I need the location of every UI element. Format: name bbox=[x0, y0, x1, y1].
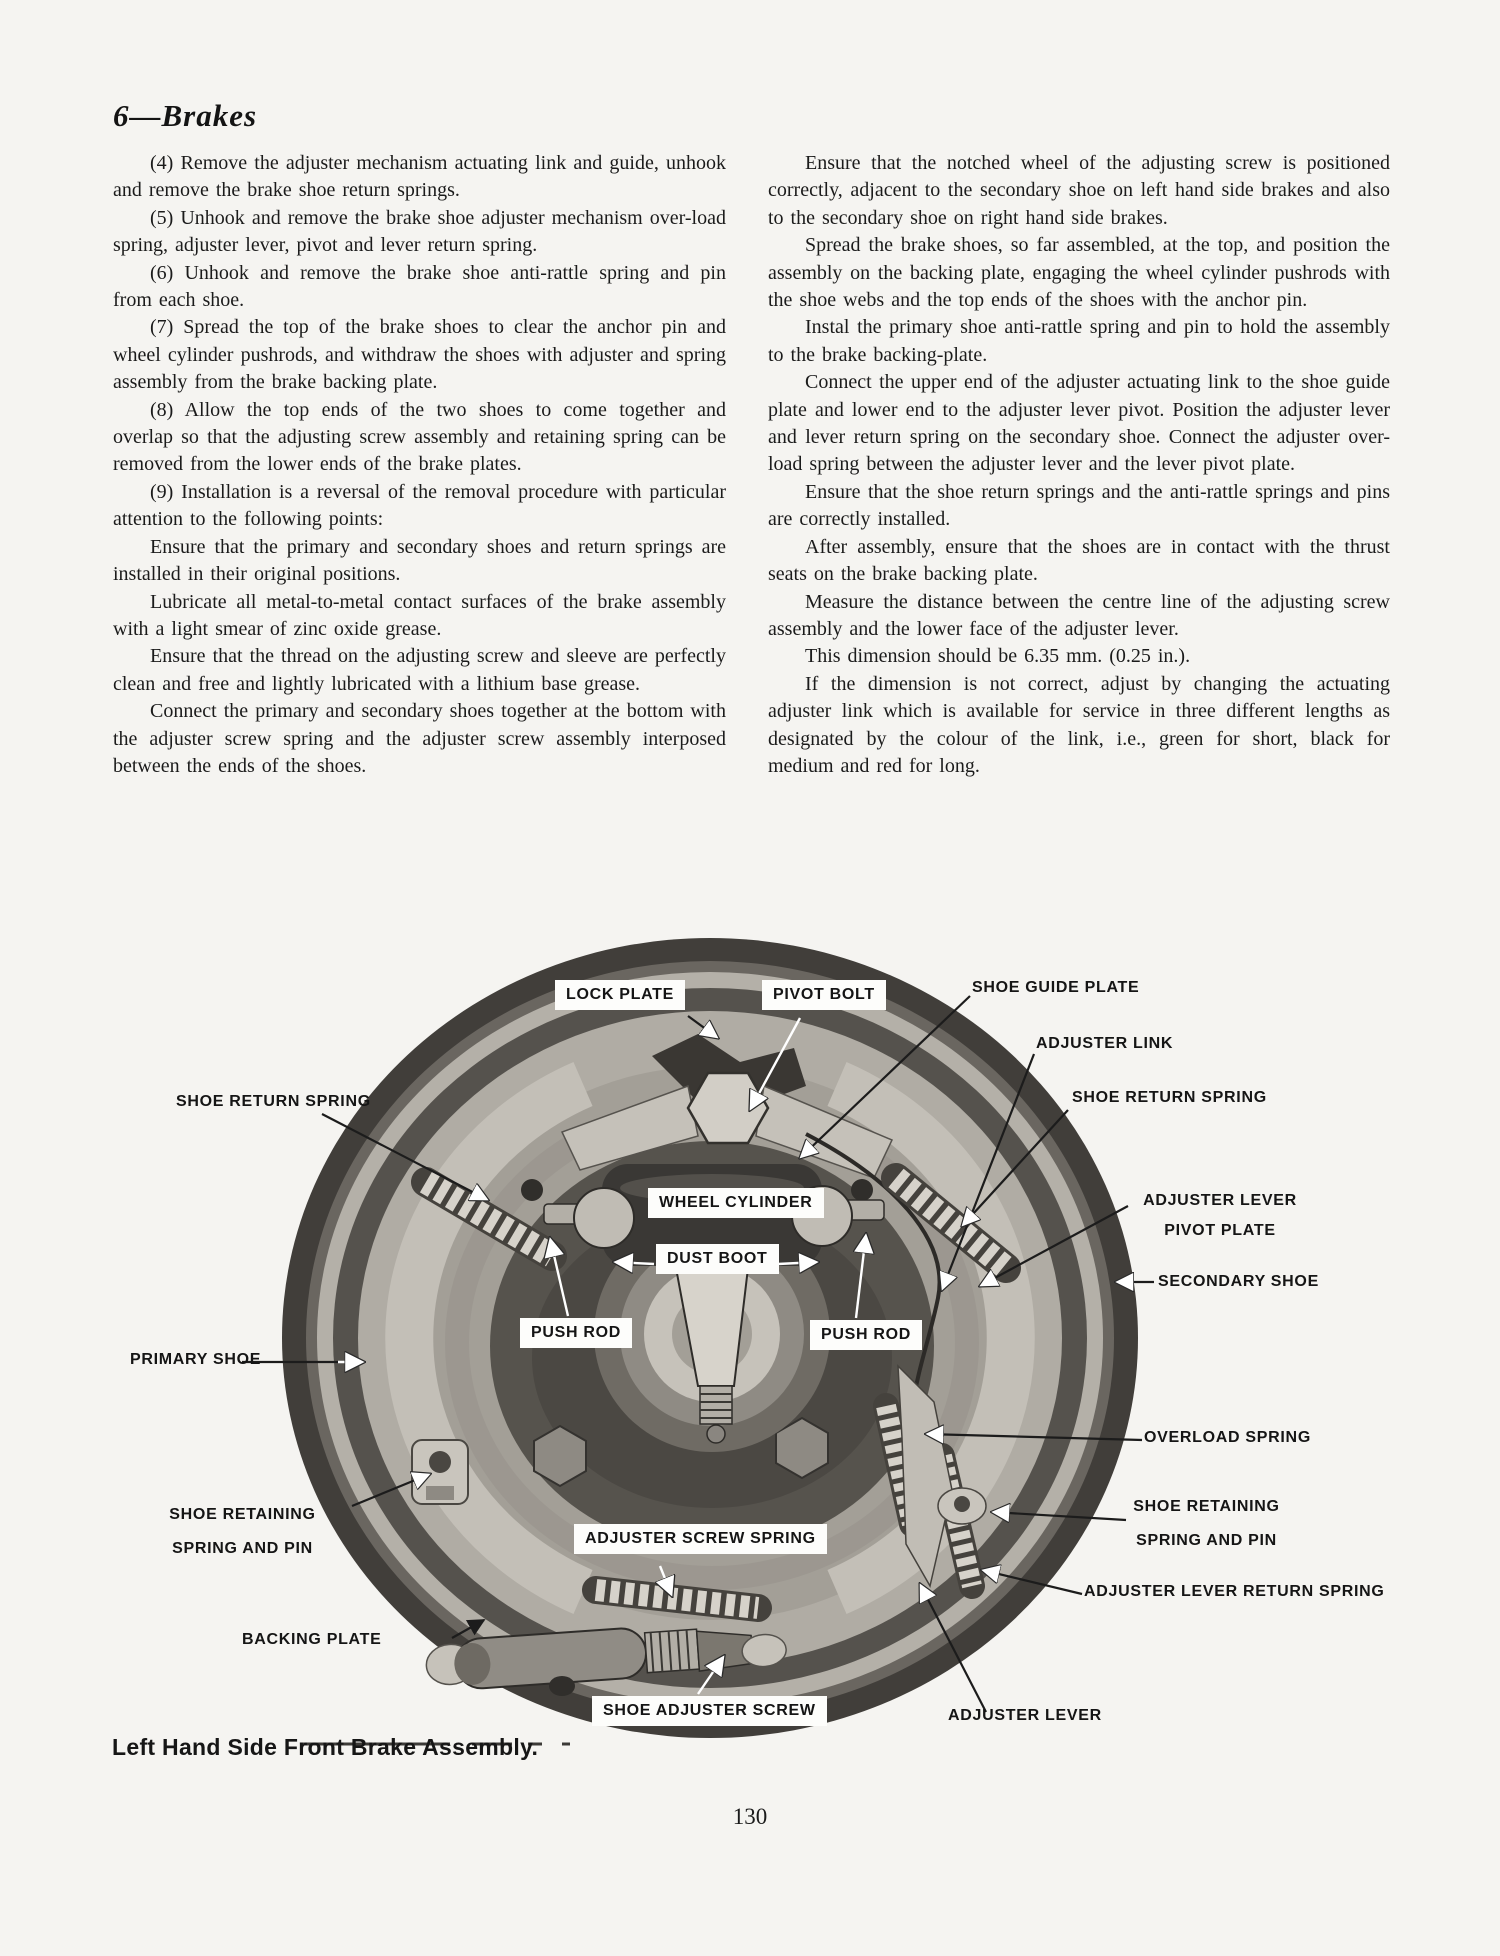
anchor-and-lock-plate bbox=[521, 1034, 894, 1201]
paragraph: Spread the brake shoes, so far assembled… bbox=[768, 234, 1390, 312]
paragraph: Ensure that the primary and secondary sh… bbox=[113, 535, 726, 586]
shoe-adjuster-screw-part bbox=[425, 1627, 787, 1690]
paragraph: (5) Unhook and remove the brake shoe adj… bbox=[113, 206, 726, 257]
label-wheel-cylinder: WHEEL CYLINDER bbox=[648, 1188, 824, 1218]
brake-assembly-illustration bbox=[242, 938, 1154, 1746]
paragraph: If the dimension is not correct, adjust … bbox=[768, 672, 1390, 777]
paragraph: Measure the distance between the centre … bbox=[768, 590, 1390, 640]
label-line: SHOE RETAINING bbox=[169, 1506, 316, 1523]
label-line: SHOE RETAINING bbox=[1133, 1498, 1280, 1515]
label-adjuster-lever-return-spring: ADJUSTER LEVER RETURN SPRING bbox=[1084, 1583, 1385, 1600]
paragraph: (4) Remove the adjuster mechanism actuat… bbox=[113, 152, 726, 202]
page-number: 130 bbox=[732, 1804, 768, 1829]
right-column: Ensure that the notched wheel of the adj… bbox=[768, 150, 1390, 780]
paragraph: Lubricate all metal-to-metal contact sur… bbox=[113, 590, 726, 640]
label-shoe-retaining-right: SHOE RETAINING SPRING AND PIN bbox=[1124, 1490, 1289, 1558]
left-column: (4) Remove the adjuster mechanism actuat… bbox=[113, 150, 726, 780]
label-overload-spring: OVERLOAD SPRING bbox=[1144, 1429, 1311, 1446]
paragraph: After assembly, ensure that the shoes ar… bbox=[768, 535, 1390, 586]
paragraph: Ensure that the notched wheel of the adj… bbox=[768, 152, 1390, 229]
label-adjuster-link: ADJUSTER LINK bbox=[1036, 1035, 1174, 1052]
label-adjuster-screw-spring: ADJUSTER SCREW SPRING bbox=[574, 1524, 827, 1554]
label-shoe-adjuster-screw: SHOE ADJUSTER SCREW bbox=[592, 1696, 827, 1726]
shoe-retaining-right-part bbox=[937, 1487, 987, 1525]
paragraph: Ensure that the thread on the adjusting … bbox=[113, 645, 726, 695]
chapter-header: 6—Brakes bbox=[113, 98, 258, 133]
figure-caption: Left Hand Side Front Brake Assembly. bbox=[112, 1734, 539, 1760]
paragraph: (6) Unhook and remove the brake shoe ant… bbox=[113, 261, 726, 312]
backing-plate-hole bbox=[549, 1676, 575, 1696]
label-line: SPRING AND PIN bbox=[172, 1540, 313, 1557]
hub-and-spindle bbox=[594, 1216, 830, 1452]
label-primary-shoe: PRIMARY SHOE bbox=[130, 1351, 262, 1368]
label-push-rod-right: PUSH ROD bbox=[810, 1320, 923, 1350]
paragraph: This dimension should be 6.35 mm. (0.25 … bbox=[805, 645, 1191, 668]
adjuster-screw-spring-part bbox=[582, 1576, 772, 1622]
label-dust-boot: DUST BOOT bbox=[656, 1244, 779, 1274]
leader-lines bbox=[242, 995, 1154, 1713]
paragraph: Ensure that the shoe return springs and … bbox=[768, 480, 1390, 531]
paragraph: Connect the primary and secondary shoes … bbox=[113, 700, 726, 777]
paragraph: Instal the primary shoe anti-rattle spri… bbox=[768, 316, 1390, 366]
label-adjuster-lever: ADJUSTER LEVER bbox=[948, 1707, 1102, 1724]
shoe-retaining-left-part bbox=[411, 1439, 469, 1505]
label-push-rod-left: PUSH ROD bbox=[520, 1318, 633, 1348]
label-backing-plate: BACKING PLATE bbox=[242, 1631, 382, 1648]
paragraph: Connect the upper end of the adjuster ac… bbox=[768, 371, 1390, 476]
label-shoe-guide-plate: SHOE GUIDE PLATE bbox=[972, 979, 1140, 996]
label-line: PIVOT PLATE bbox=[1164, 1222, 1276, 1239]
paragraph: (8) Allow the top ends of the two shoes … bbox=[113, 398, 726, 476]
label-shoe-return-spring-right: SHOE RETURN SPRING bbox=[1072, 1089, 1267, 1106]
brake-assembly-figure: LOCK PLATE PIVOT BOLT SHOE GUIDE PLATE A… bbox=[100, 938, 1420, 1773]
label-line: SPRING AND PIN bbox=[1136, 1532, 1277, 1549]
label-lock-plate: LOCK PLATE bbox=[555, 980, 686, 1010]
label-pivot-bolt: PIVOT BOLT bbox=[762, 980, 886, 1010]
paragraph: (9) Installation is a reversal of the re… bbox=[113, 480, 726, 531]
label-adjuster-lever-pivot-plate: ADJUSTER LEVER PIVOT PLATE bbox=[1130, 1186, 1310, 1246]
label-line: ADJUSTER LEVER bbox=[1143, 1192, 1297, 1209]
label-secondary-shoe: SECONDARY SHOE bbox=[1158, 1273, 1319, 1290]
paragraph: (7) Spread the top of the brake shoes to… bbox=[113, 316, 726, 394]
label-shoe-retaining-left: SHOE RETAINING SPRING AND PIN bbox=[160, 1498, 325, 1566]
shoe-return-spring-right-part bbox=[881, 1163, 1021, 1283]
shoe-return-spring-left-part bbox=[411, 1167, 567, 1271]
label-shoe-return-spring-left: SHOE RETURN SPRING bbox=[176, 1093, 371, 1110]
